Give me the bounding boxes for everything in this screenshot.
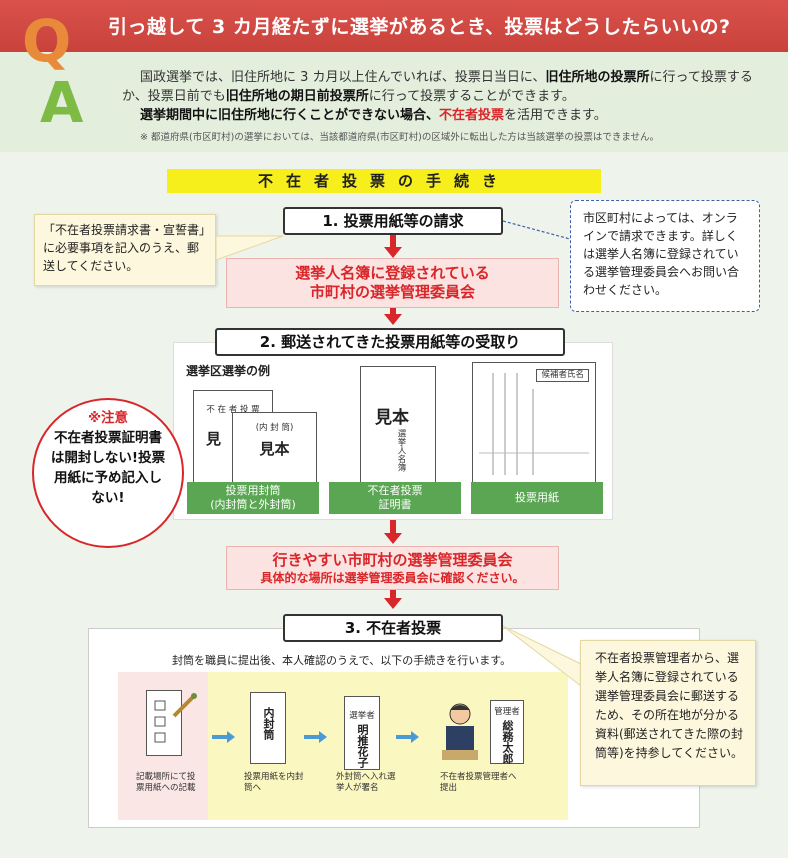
label-certificate: 不在者投票 証明書 <box>329 482 461 514</box>
process-arrow-2 <box>319 731 327 743</box>
flow-arrow-1 <box>384 247 402 258</box>
committee1-line2: 市町村の選挙管理委員会 <box>309 283 475 301</box>
process-arrow-2-stem <box>304 735 320 739</box>
answer-p1-e: に行って投票することができます。 <box>368 89 575 104</box>
writing-booth-form <box>146 690 182 756</box>
flow-arrow-1-stem <box>390 235 396 249</box>
callout-pointer <box>216 235 284 261</box>
answer-box <box>0 52 788 152</box>
answer-p2-c: を活用できます。 <box>504 108 607 123</box>
committee-registered-box: 選挙人名簿に登録されている 市町村の選挙管理委員会 <box>226 258 559 308</box>
label-envelopes: 投票用封筒 (内封筒と外封筒) <box>187 482 319 514</box>
example-label: 選挙区選挙の例 <box>186 364 271 378</box>
flow-arrow-2-stem <box>390 308 396 316</box>
step1-box: 1. 投票用紙等の請求 <box>283 207 503 235</box>
step3-item-2: 投票用紙を内封筒へ <box>244 772 304 793</box>
q-logo: Q <box>22 7 72 75</box>
ballot-header: 候補者氏名 <box>536 369 589 382</box>
flow-arrow-3 <box>384 533 402 544</box>
pen-icon <box>172 693 197 718</box>
inner-envelope-label: (内 封 筒) <box>255 423 294 433</box>
inner-envelope: (内 封 筒) 見本 <box>232 412 317 488</box>
answer-note: ※ 都道府県(市区町村)の選挙においては、当該都道府県(市区町村)の区域外に転出… <box>140 132 660 143</box>
caution-note: ※注意 不在者投票証明書は開封しない!投票用紙に予め記入しない! <box>32 398 184 548</box>
checkbox-list-icon <box>154 700 166 743</box>
ballot-sample: 候補者氏名 <box>472 362 596 484</box>
submitted-envelope-text: 総務太郎 <box>501 720 514 764</box>
submitted-envelope-figure: 管理者 総務太郎 <box>490 700 524 764</box>
answer-p2-a: 選挙期間中に旧住所地に行くことができない場合、 <box>140 108 440 123</box>
outer-envelope-figure-head: 選挙者 <box>349 711 375 721</box>
outer-envelope-label: 不 在 者 投 票 <box>206 405 260 415</box>
step3-callout: 不在者投票管理者から、選挙人名簿に登録されている選挙管理委員会に郵送するため、そ… <box>580 640 756 786</box>
a-logo: A <box>40 71 84 136</box>
answer-p1-b: 旧住所地の投票所 <box>545 70 650 85</box>
page-title: 引っ越して 3 カ月経たずに選挙があるとき、投票はどうしたらいいの? <box>108 16 731 38</box>
caution-title: ※注意 <box>87 410 129 426</box>
header-bar <box>0 0 788 52</box>
flow-arrow-3-stem <box>390 520 396 534</box>
committee1-line1: 選挙人名簿に登録されている <box>295 264 490 282</box>
online-callout: 市区町村によっては、オンラインで請求できます。詳しくは選挙人名簿に登録されている… <box>570 200 760 312</box>
step2-box: 2. 郵送されてきた投票用紙等の受取り <box>215 328 565 356</box>
step3-box: 3. 不在者投票 <box>283 614 503 642</box>
caution-body: 不在者投票証明書は開封しない!投票用紙に予め記入しない! <box>50 430 166 506</box>
dashed-connector <box>503 220 571 240</box>
outer-envelope-figure: 選挙者 明推花子 <box>344 696 380 770</box>
committee-accessible-box: 行きやすい市町村の選挙管理委員会 具体的な場所は選挙管理委員会に確認ください。 <box>226 546 559 590</box>
step3-item-1: 記載場所にて投票用紙への記載 <box>136 772 196 793</box>
official-person-icon <box>442 703 478 760</box>
outer-envelope-figure-text: 明推花子 <box>356 724 369 768</box>
ballot-lines <box>479 373 589 475</box>
flow-arrow-2 <box>384 314 402 325</box>
certificate-envelope: 見本 選挙人名簿 <box>360 366 436 486</box>
submitted-envelope-head: 管理者 <box>494 707 520 717</box>
answer-p2-b: 不在者投票 <box>439 108 505 123</box>
answer-p1-a: 国政選挙では、旧住所地に 3 カ月以上住んでいれば、投票日当日に、 <box>140 70 546 85</box>
answer-p1-d: 旧住所地の期日前投票所 <box>225 89 369 104</box>
answer-text: 国政選挙では、旧住所地に 3 カ月以上住んでいれば、投票日当日に、旧住所地の投票… <box>122 68 762 125</box>
flow-arrow-4 <box>384 598 402 609</box>
process-arrow-3-stem <box>396 735 412 739</box>
process-arrow-1-stem <box>212 735 228 739</box>
procedure-title: 不在者投票の手続き <box>167 169 601 193</box>
inner-envelope-figure-text: 内封筒 <box>262 707 275 740</box>
outer-envelope-sample: 見 <box>206 430 222 448</box>
step3-item-3: 外封筒へ入れ選挙人が署名 <box>336 772 396 793</box>
label-ballot: 投票用紙 <box>471 482 603 514</box>
process-arrow-3 <box>411 731 419 743</box>
step3-callout-pointer <box>503 625 582 688</box>
certificate-side-text: 選挙人名簿 <box>396 429 406 472</box>
flow-arrow-4-stem <box>390 590 396 600</box>
committee2-line1: 行きやすい市町村の選挙管理委員会 <box>272 551 513 569</box>
inner-envelope-figure: 内封筒 <box>250 692 286 764</box>
inner-envelope-sample: 見本 <box>259 440 290 458</box>
process-arrow-1 <box>227 731 235 743</box>
step3-item-4: 不在者投票管理者へ提出 <box>440 772 517 793</box>
certificate-sample: 見本 <box>375 408 409 428</box>
request-callout: 「不在者投票請求書・宣誓書」に必要事項を記入のうえ、郵送してください。 <box>34 214 216 286</box>
answer-p1-c: に行って投票するか、投票日前でも <box>122 70 753 104</box>
step3-intro: 封筒を職員に提出後、本人確認のうえで、以下の手続きを行います。 <box>172 654 512 667</box>
committee2-line2: 具体的な場所は選挙管理委員会に確認ください。 <box>260 571 525 585</box>
